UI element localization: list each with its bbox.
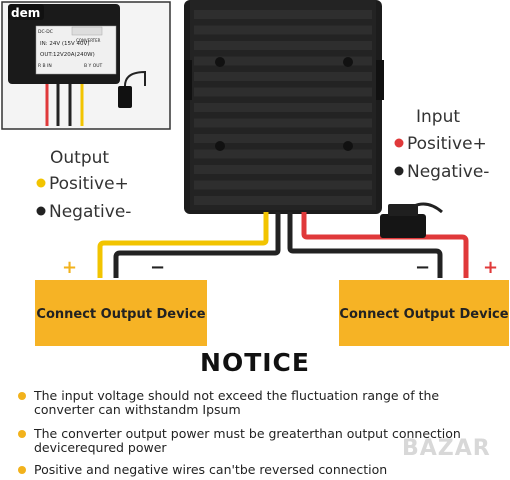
heatsink-fin [194,56,372,66]
converter-body [184,0,384,214]
heatsink-fin [194,72,372,81]
right-box-plus: + [483,257,498,278]
output-positive-dot [36,178,46,188]
inset-spec-in: IN: 24V (15V 40V) [40,41,89,47]
input-title: Input [416,107,460,127]
inset-spec-out: OUT:12V20A(240W) [40,52,95,58]
output-title: Output [50,148,109,168]
notice-item-text: Positive and negative wires can'tbe reve… [34,462,388,477]
heatsink-fin [194,165,372,174]
notice-item-text: The input voltage should not exceed the … [34,388,440,417]
input-positive-label: Positive+ [407,134,487,154]
input-negative-dot [394,166,404,176]
notice-item: Positive and negative wires can'tbe reve… [18,463,502,477]
left-device-box [35,280,207,346]
heatsink-fin [194,103,372,112]
inset-terminal-in: R B IN [38,63,52,69]
heatsink-fin [194,41,372,50]
heatsink-fin [194,10,372,19]
bullet-icon [18,392,26,400]
input-positive-dot [394,138,404,148]
wire-input-negative [287,212,443,278]
wire-output-negative [113,212,281,278]
heatsink-fins [194,10,372,205]
input-negative-label: Negative- [407,162,489,182]
notice-item: The converter output power must be great… [18,427,502,455]
heatsink-fin [194,196,372,205]
left-box-minus: − [150,257,165,278]
right-device-label: Connect Output Device [339,307,508,322]
heatsink-fin [194,180,372,190]
heatsink-fin [194,87,372,97]
inset-model: DC-DC [38,29,53,35]
left-device-label: Connect Output Device [36,307,205,322]
notice-item: The input voltage should not exceed the … [18,389,502,417]
heatsink-fin [194,25,372,35]
watermark-logo: BAZAR [402,436,491,461]
inset-type: CONVERTER [76,38,101,43]
output-negative-label: Negative- [49,202,131,222]
bullet-icon [18,430,26,438]
wire-output-positive [97,212,269,278]
notice-item-text: The converter output power must be great… [34,426,461,455]
right-device-box [339,280,509,346]
fuse-holder-icon [380,202,443,238]
output-positive-label: Positive+ [49,174,129,194]
wires [97,202,469,278]
inset-brand-logo: dem [11,6,40,20]
heatsink-fin [194,118,372,128]
notice-title: NOTICE [200,348,310,377]
output-negative-dot [36,206,46,216]
bullet-icon [18,466,26,474]
inset-terminal-out: B Y OUT [84,63,103,69]
heatsink-fin [194,149,372,159]
right-box-minus: − [415,257,430,278]
left-box-plus: + [62,257,77,278]
heatsink-fin [194,134,372,143]
inset-photo: IN: 24V (15V 40V) OUT:12V20A(240W) DC-DC… [1,1,171,130]
